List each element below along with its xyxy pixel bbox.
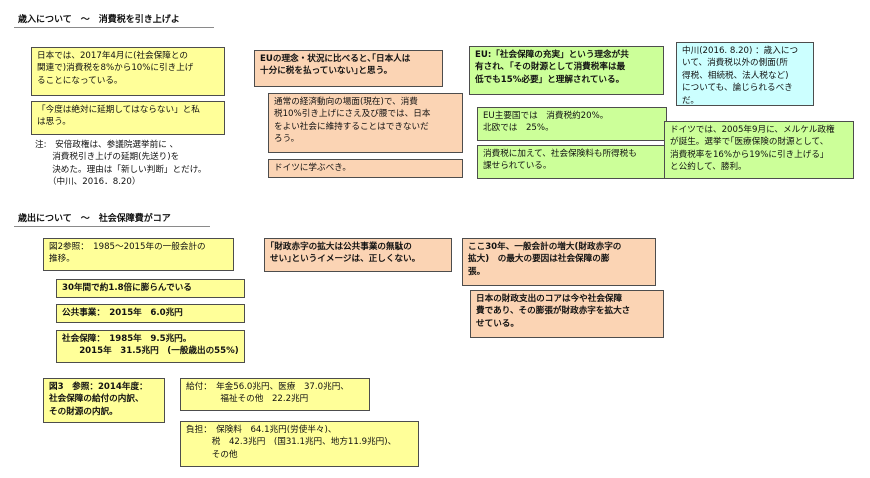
nakagawa-revenue-note-box: 中川(2016. 8.20) ：歳入につ いて、消費税以外の側面(所 得税、相続… (676, 42, 814, 106)
consumption-tax-schedule-box: 日本では、2017年4月に(社会保障との 関連で)消費税を8%から10%に引き上… (31, 47, 225, 96)
germany-2005-box: ドイツでは、2005年9月に、メルケル政権 が誕生。選挙で｢医療保険の財源として… (664, 121, 854, 179)
deficit-myth-box: ｢財政赤字の拡大は公共事業の無駄の せい｣というイメージは、正しくない。 (264, 238, 452, 272)
expenditure-header-underline (14, 226, 210, 227)
abe-delay-note: 注: 安倍政権は、参議院選挙前に 、 消費税引き上げの延期(先送り)を 決めた。… (35, 140, 207, 188)
figure2-reference-box: 図2参照： 1985～2015年の一般会計の 推移。 (43, 238, 234, 271)
eu-comparison-box: EUの理念・状況に比べると､｢日本人は 十分に税を払っていない｣と思う。 (254, 50, 443, 87)
eu-social-security-box: EU:「社会保障の充実」という理念が共 有され､「その財源として消費税率は最 低… (469, 46, 664, 95)
thirty-year-cause-box: ここ30年、一般会計の増大(財政赤字の 拡大) の最大の要因は社会保障の膨 張。 (462, 238, 656, 286)
eu-tax-rates-box: EU主要国では 消費税約20%。 北欧では 25%。 (477, 107, 667, 141)
benefits-breakdown-box: 給付： 年金56.0兆円、医療 37.0兆円、 福祉その他 22.2兆円 (180, 378, 370, 411)
other-taxes-box: 消費税に加えて、社会保険料も所得税も 課せられている。 (477, 145, 667, 179)
no-delay-opinion-box: 「今度は絶対に延期してはならない」と私 は思う。 (31, 101, 225, 135)
figure3-reference-box: 図3 参照：2014年度： 社会保障の給付の内訳、 その財源の内訳。 (43, 378, 165, 423)
social-security-spending-box: 社会保障： 1985年 9.5兆円。 2015年 31.5兆円 (一般歳出の55… (56, 330, 245, 363)
expenditure-section-header: 歳出について ～ 社会保障費がコア (18, 214, 171, 224)
thirty-year-growth-box: 30年間で約1.8倍に膨らんでいる (56, 279, 245, 298)
revenue-header-underline (14, 27, 214, 28)
public-works-box: 公共事業： 2015年 6.0兆円 (56, 304, 245, 323)
learn-from-germany-box: ドイツに学ぶべき。 (268, 159, 463, 178)
economy-trend-box: 通常の経済動向の場面(現在)で、消費 税10%引き上げにさえ及び腰では、日本 を… (268, 93, 463, 153)
revenue-section-header: 歳入について ～ 消費税を引き上げよ (18, 15, 180, 25)
fiscal-core-box: 日本の財政支出のコアは今や社会保障 費であり、その膨張が財政赤字を拡大さ せてい… (470, 290, 664, 338)
burden-breakdown-box: 負担： 保険料 64.1兆円(労使半々)、 税 42.3兆円 (国31.1兆円、… (180, 421, 419, 467)
